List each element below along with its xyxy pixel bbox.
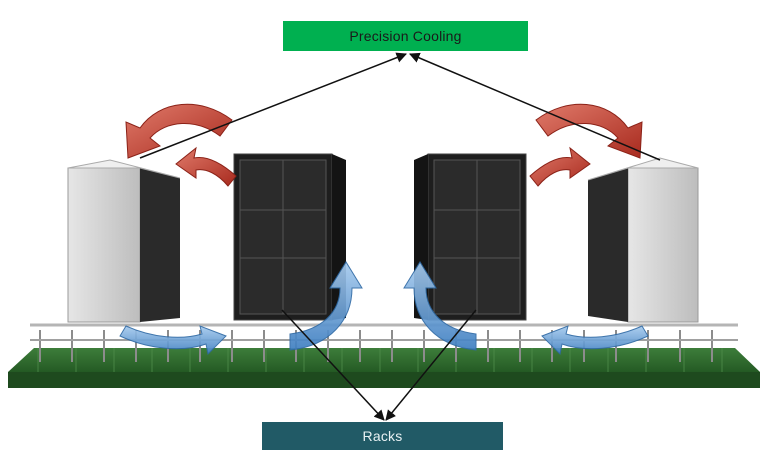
raised-floor: [8, 348, 760, 388]
cold-air-arrow-right-floor: [541, 325, 649, 356]
hot-air-arrows: [125, 103, 643, 187]
cold-air-arrow-left-floor: [119, 325, 227, 356]
left-server-rack: [233, 153, 346, 321]
racks-label: Racks: [262, 422, 503, 450]
racks-text: Racks: [362, 428, 403, 444]
pointer-line-racks-left: [281, 309, 385, 421]
hot-air-arrow-left-small: [175, 146, 237, 187]
precision-cooling-text: Precision Cooling: [349, 28, 462, 44]
right-server-rack: [414, 153, 527, 321]
hot-air-arrow-left-large: [125, 103, 233, 159]
cold-air-arrow-center-left: [289, 261, 363, 351]
pointer-line-racks-right: [385, 309, 477, 421]
hot-air-arrow-right-small: [529, 146, 591, 187]
pointer-line-cooling-right: [409, 52, 661, 161]
hot-air-arrow-right-large: [535, 103, 643, 159]
right-cooling-unit: [587, 157, 699, 323]
pointer-line-cooling-left: [139, 52, 407, 159]
left-cooling-unit: [67, 159, 181, 323]
cold-air-arrow-center-right: [403, 261, 477, 351]
precision-cooling-label: Precision Cooling: [283, 21, 528, 51]
pointer-lines: [139, 52, 661, 421]
cold-air-arrows: [119, 261, 649, 356]
